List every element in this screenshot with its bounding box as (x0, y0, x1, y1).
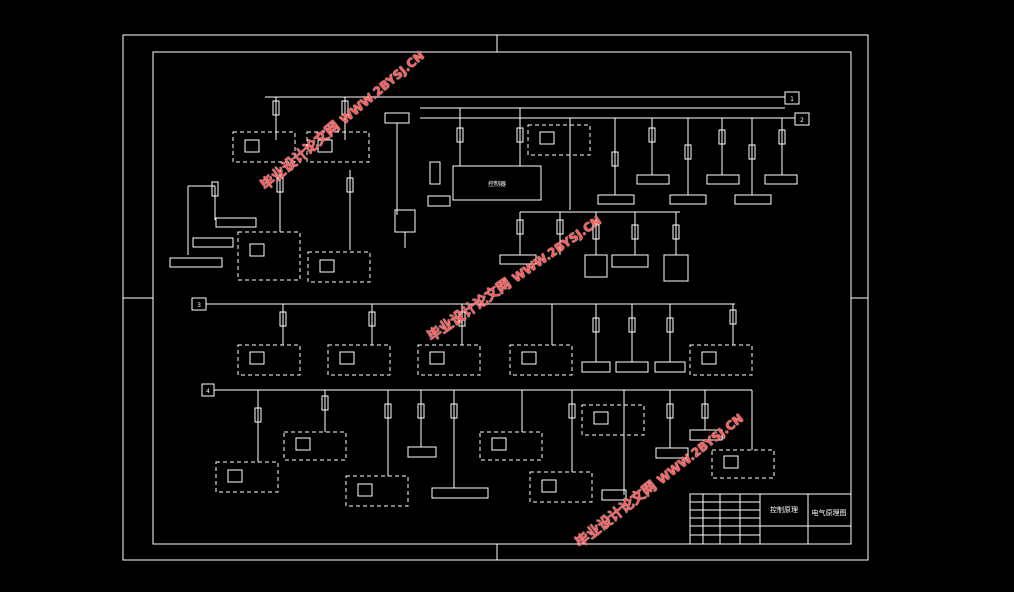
drawing-title: 控制原理 (770, 505, 798, 514)
terminal-1: 1 (790, 96, 794, 103)
terminal-3: 3 (197, 302, 201, 309)
terminal-2: 2 (800, 117, 804, 124)
terminal-4: 4 (206, 388, 210, 395)
drawing-name: 电气原理图 (812, 508, 847, 517)
top-controller-label: 控制器 (488, 180, 506, 188)
